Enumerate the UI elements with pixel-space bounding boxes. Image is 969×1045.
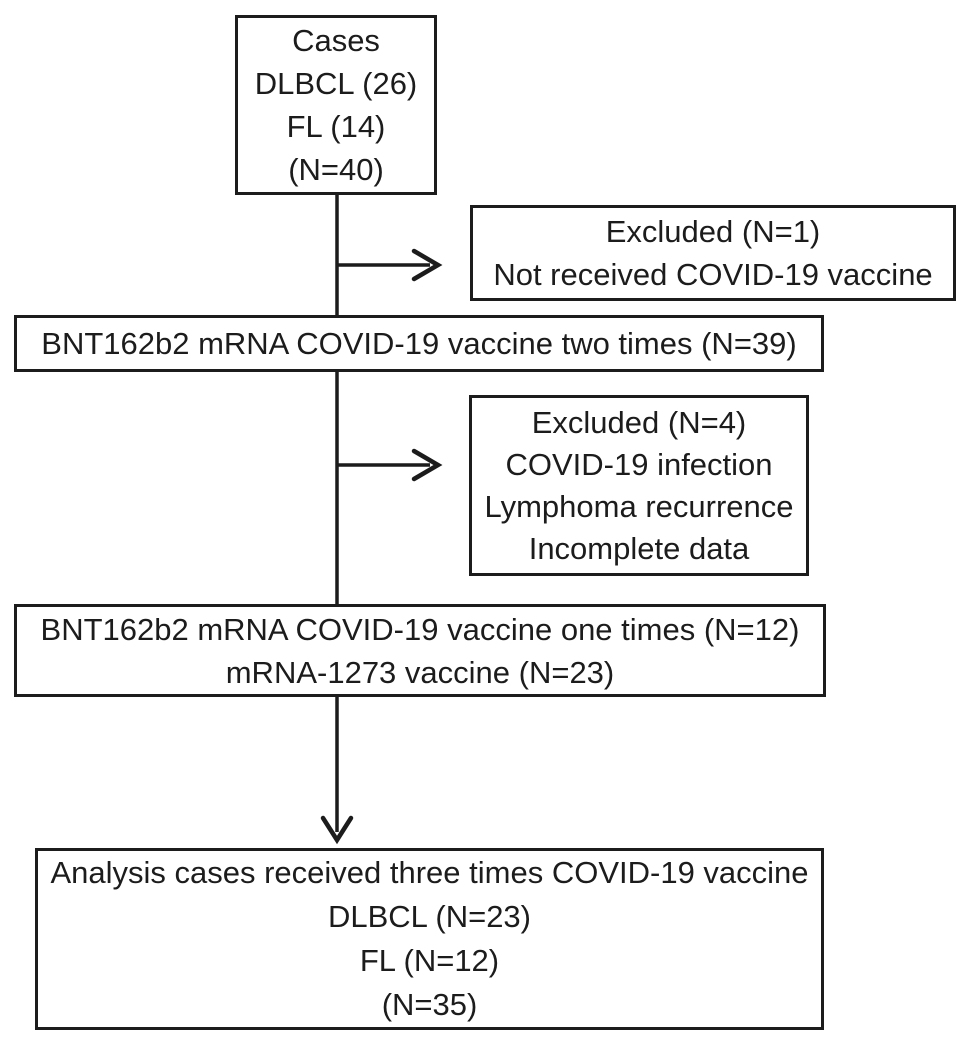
box-line: DLBCL (N=23): [327, 899, 531, 934]
box-vaccine-one-times-mrna1273: BNT162b2 mRNA COVID-19 vaccine one times…: [14, 604, 826, 697]
box-line: COVID-19 infection: [505, 446, 773, 482]
box-line: Not received COVID-19 vaccine: [493, 257, 933, 292]
box-excluded-not-received-vaccine: Excluded (N=1) Not received COVID-19 vac…: [470, 205, 956, 301]
box-line: FL (14): [286, 109, 386, 144]
box-cases: Cases DLBCL (26) FL (14) (N=40): [235, 15, 437, 195]
box-line: Analysis cases received three times COVI…: [50, 855, 809, 890]
arrow-right-icon: [411, 248, 443, 282]
box-line: Excluded (N=4): [531, 404, 747, 440]
box-analysis-cases: Analysis cases received three times COVI…: [35, 848, 824, 1030]
box-line: FL (N=12): [359, 943, 500, 978]
box-line: Excluded (N=1): [605, 214, 821, 249]
box-line: (N=40): [288, 152, 384, 187]
box-line: Incomplete data: [528, 530, 750, 566]
box-excluded-infection-recurrence-incomplete: Excluded (N=4) COVID-19 infection Lympho…: [469, 395, 809, 576]
box-line: Cases: [292, 23, 380, 58]
box-vaccine-two-times: BNT162b2 mRNA COVID-19 vaccine two times…: [14, 315, 824, 372]
box-line: BNT162b2 mRNA COVID-19 vaccine two times…: [41, 326, 797, 361]
box-line: DLBCL (26): [254, 66, 418, 101]
arrow-down-icon: [320, 815, 354, 845]
box-line: (N=35): [381, 987, 478, 1022]
box-line: mRNA-1273 vaccine (N=23): [225, 654, 615, 690]
arrow-right-icon: [411, 448, 443, 482]
box-line: BNT162b2 mRNA COVID-19 vaccine one times…: [40, 611, 800, 647]
box-line: Lymphoma recurrence: [484, 488, 794, 524]
